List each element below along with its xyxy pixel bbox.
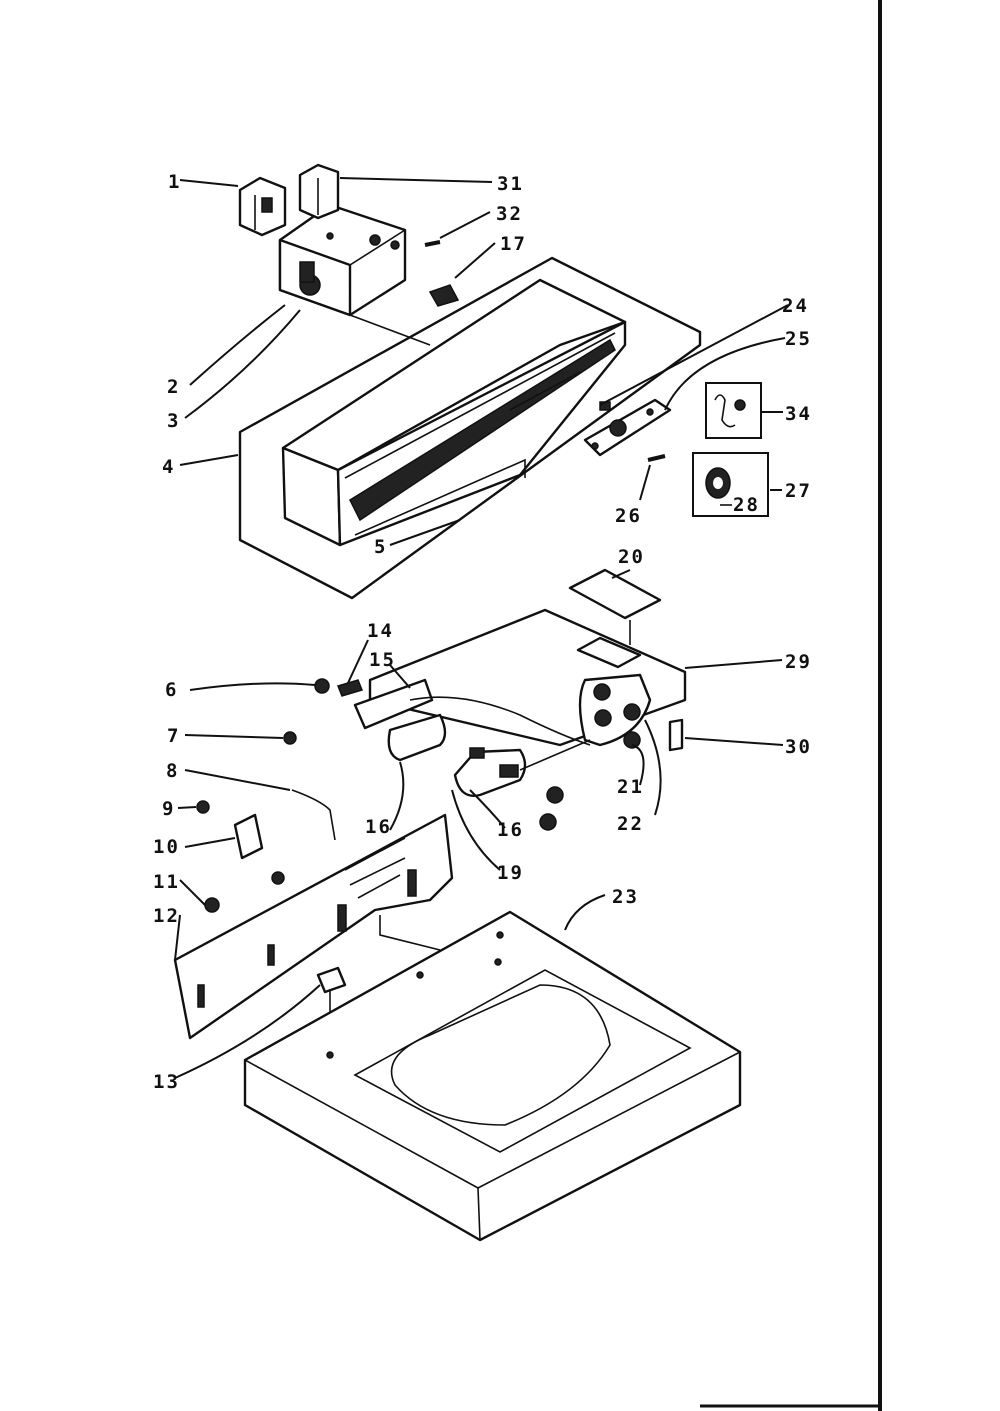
- mounting-brackets: [314, 678, 591, 831]
- label-16-left: 16: [365, 816, 392, 838]
- washer-top: [243, 910, 742, 1242]
- label-26: 26: [615, 505, 642, 527]
- label-23: 23: [612, 886, 639, 908]
- label-3: 3: [167, 410, 180, 432]
- label-20: 20: [618, 546, 645, 568]
- label-24: 24: [782, 295, 809, 317]
- console-backsplash: [281, 278, 627, 547]
- label-15: 15: [369, 649, 396, 671]
- label-5: 5: [374, 536, 387, 558]
- label-16-right: 16: [497, 819, 524, 841]
- screw-7: [283, 731, 297, 745]
- label-30: 30: [785, 736, 812, 758]
- label-25: 25: [785, 328, 812, 350]
- control-board: [173, 813, 454, 1040]
- label-14: 14: [367, 620, 394, 642]
- label-32: 32: [496, 203, 523, 225]
- label-22: 22: [617, 813, 644, 835]
- label-19: 19: [497, 862, 524, 884]
- switch-part: [238, 176, 287, 237]
- screw-26: [647, 454, 666, 462]
- label-17: 17: [500, 233, 527, 255]
- inset-box-27: [692, 452, 769, 517]
- label-6: 6: [165, 679, 178, 701]
- inset-box-34: [705, 382, 762, 439]
- label-27: 27: [785, 480, 812, 502]
- label-21: 21: [617, 776, 644, 798]
- label-2: 2: [167, 376, 180, 398]
- timer-housing: [278, 203, 431, 346]
- label-7: 7: [167, 725, 180, 747]
- label-34: 34: [785, 403, 812, 425]
- bracket-25: [583, 398, 672, 457]
- label-29: 29: [785, 651, 812, 673]
- label-4: 4: [162, 456, 175, 478]
- part-labels: 1 31 32 17 2 3 4 5 24 25 34 27 28 26 20 …: [153, 171, 812, 1093]
- water-valve-assembly: [578, 673, 684, 752]
- clip-20: [568, 568, 662, 669]
- label-31: 31: [497, 173, 524, 195]
- label-12: 12: [153, 905, 180, 927]
- label-1: 1: [168, 171, 181, 193]
- relay-part: [298, 163, 340, 220]
- screw-9: [196, 800, 210, 814]
- clip-17: [428, 284, 460, 307]
- label-11: 11: [153, 871, 180, 893]
- label-10: 10: [153, 836, 180, 858]
- leader-lines: [174, 177, 789, 1079]
- label-13: 13: [153, 1071, 180, 1093]
- label-9: 9: [162, 798, 175, 820]
- label-8: 8: [166, 760, 179, 782]
- screw-11: [204, 897, 220, 913]
- label-28: 28: [733, 494, 760, 516]
- switch-10: [233, 813, 264, 860]
- wire-8: [291, 789, 336, 841]
- screw-32: [424, 240, 441, 247]
- screw-near-board: [271, 871, 285, 885]
